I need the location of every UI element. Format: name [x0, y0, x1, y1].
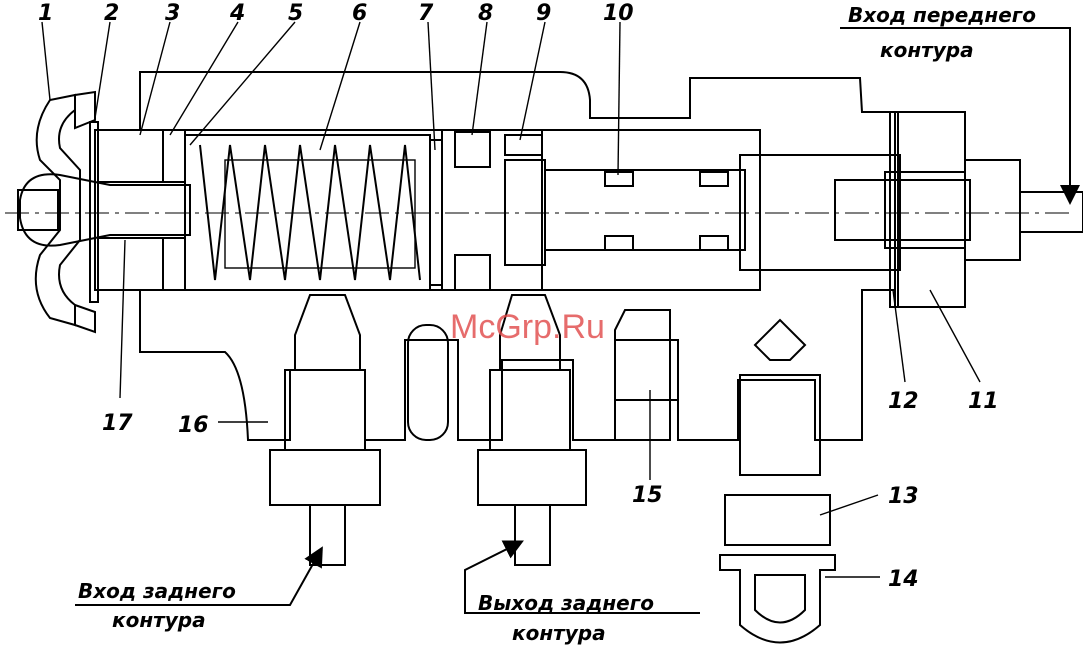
label-4: 4	[229, 1, 245, 26]
label-10: 10	[603, 1, 634, 26]
rear-inlet-port	[270, 295, 380, 565]
rubber-boot	[36, 92, 95, 332]
watermark: McGrp.Ru	[450, 308, 605, 346]
label-13: 13	[888, 484, 919, 509]
ventilation-slot	[408, 325, 448, 440]
label-2: 2	[104, 1, 119, 26]
label-8: 8	[478, 1, 493, 26]
label-15: 15	[632, 483, 663, 508]
label-16: 16	[178, 413, 209, 438]
label-5: 5	[288, 1, 303, 26]
caption-rear-inlet-2: контура	[112, 608, 206, 632]
label-11: 11	[968, 389, 999, 414]
caption-rear-outlet-1: Выход заднего	[478, 591, 654, 615]
bleed-cap	[720, 555, 835, 643]
label-3: 3	[165, 1, 180, 26]
label-7: 7	[418, 1, 434, 26]
label-12: 12	[888, 389, 919, 414]
label-17: 17	[102, 411, 133, 436]
caption-rear-outlet-2: контура	[512, 621, 606, 645]
plug-15	[615, 310, 678, 440]
label-14: 14	[888, 567, 919, 592]
caption-front-inlet-1: Вход переднего	[848, 3, 1036, 27]
main-bore	[95, 130, 760, 290]
label-9: 9	[536, 1, 551, 26]
caption-rear-inlet-1: Вход заднего	[78, 579, 236, 603]
caption-front-inlet-2: контура	[880, 38, 974, 62]
label-6: 6	[352, 1, 367, 26]
label-1: 1	[38, 1, 53, 26]
